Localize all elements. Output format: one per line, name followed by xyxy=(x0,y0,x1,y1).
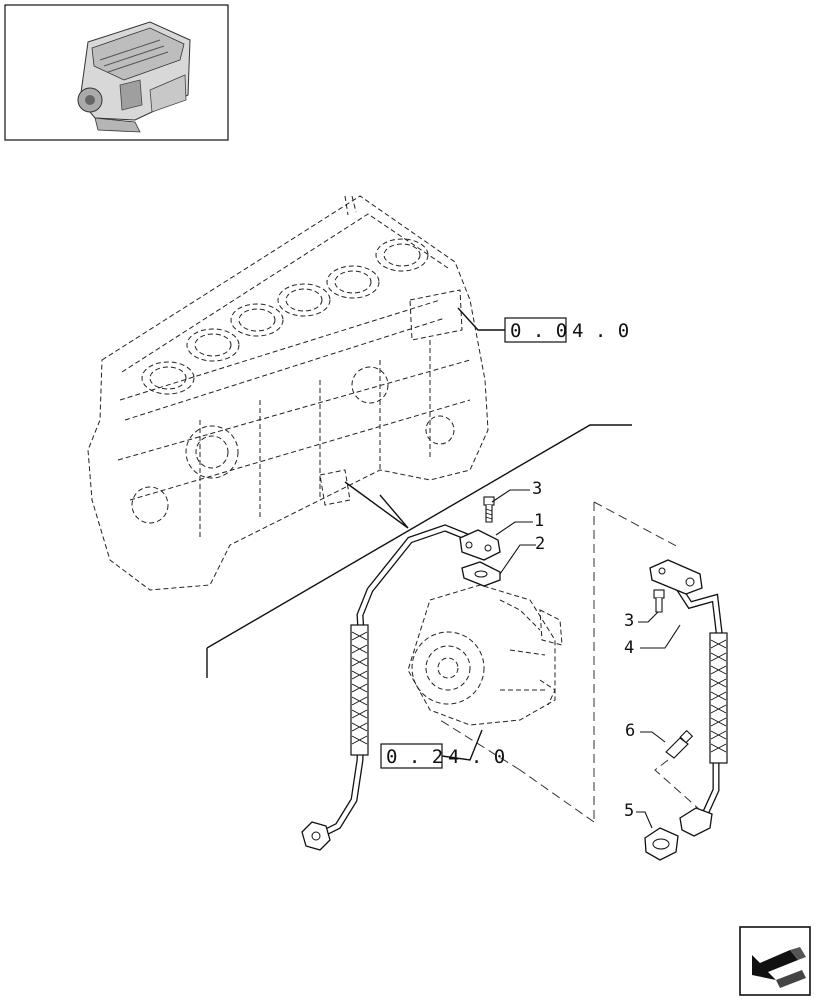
leader-line xyxy=(344,481,409,529)
oil-return-pipe xyxy=(649,559,728,837)
back-arrow-button[interactable] xyxy=(739,926,811,996)
callout-leaders-left xyxy=(491,489,536,575)
reference-turbo-prefix: 0 . 2 xyxy=(386,746,443,768)
callout-1: 1 xyxy=(534,511,544,531)
oil-feed-pipe xyxy=(301,524,472,851)
reference-turbo-callout[interactable]: 0 . 2 4 . 0 xyxy=(380,729,505,769)
braided-hose-left xyxy=(350,624,369,756)
turbocharger xyxy=(407,584,563,726)
section-bracket xyxy=(206,424,632,678)
callout-5: 5 xyxy=(624,801,634,821)
reference-block-prefix: 0 . 0 xyxy=(510,320,567,342)
flange xyxy=(459,529,501,561)
detail-enclosure xyxy=(439,501,681,823)
braided-hose-right xyxy=(709,632,728,764)
callout-2: 2 xyxy=(535,534,545,554)
return-bottom-flange xyxy=(679,807,713,837)
reference-block-callout[interactable]: 0 . 0 4 . 0 xyxy=(457,307,629,343)
gasket xyxy=(461,561,501,587)
callout-4: 4 xyxy=(624,638,634,658)
callout-3-top: 3 xyxy=(532,479,542,499)
bolt-6 xyxy=(665,729,694,759)
bolt-right xyxy=(653,589,665,613)
engine-thumbnail-icon xyxy=(77,21,191,133)
callout-3-right: 3 xyxy=(624,611,634,631)
bolt-6-axis xyxy=(654,759,701,811)
callout-leaders-right xyxy=(636,611,681,829)
cylinder-bores xyxy=(141,238,429,395)
gasket-5 xyxy=(644,827,679,861)
back-arrow-icon xyxy=(752,947,806,988)
callout-6: 6 xyxy=(625,721,635,741)
reference-turbo-suffix: 4 . 0 xyxy=(448,746,505,768)
pipe-nut xyxy=(301,821,331,851)
bolt xyxy=(483,496,495,523)
reference-block-suffix: 4 . 0 xyxy=(572,320,629,342)
engine-block xyxy=(87,195,489,591)
engine-thumbnail[interactable] xyxy=(4,4,229,141)
return-top-flange xyxy=(649,559,703,595)
